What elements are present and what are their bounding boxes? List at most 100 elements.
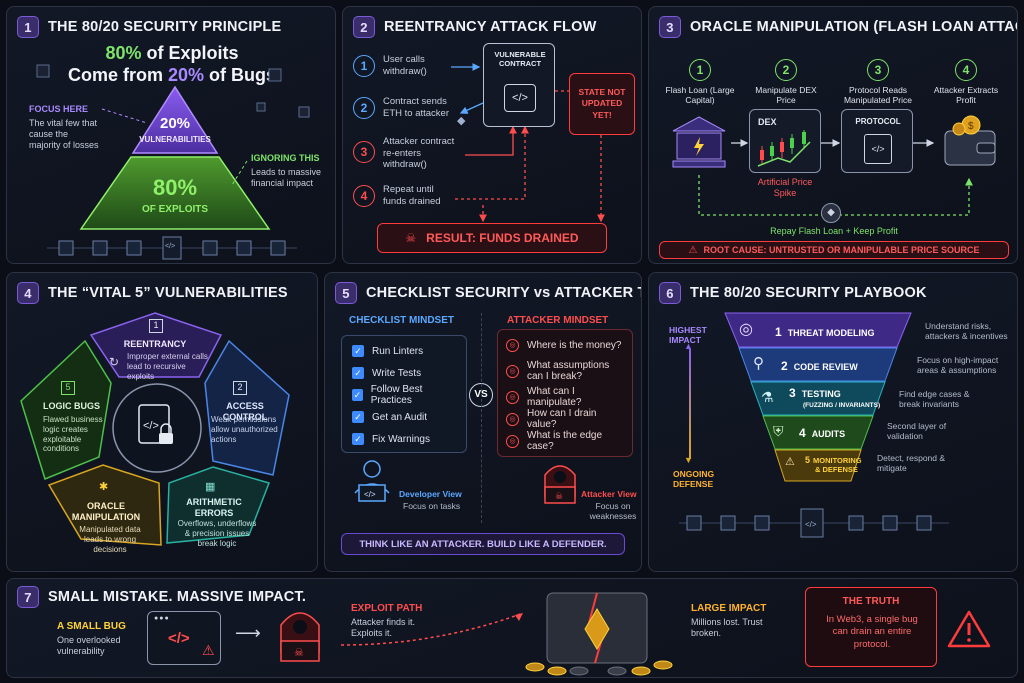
level-number: 5	[805, 455, 811, 465]
funnel-level-5	[774, 449, 862, 482]
focus-label: FOCUS HERE	[29, 104, 89, 114]
panel-title-text: CHECKLIST SECURITY vs ATTACKER THINKING	[366, 285, 641, 301]
result-banner: ☠ RESULT: FUNDS DRAINED	[377, 223, 607, 253]
root-cause-text: ROOT CAUSE: UNTRUSTED OR MANIPULABLE PRI…	[703, 245, 980, 255]
level-2-desc: Focus on high-impact areas & assumptions	[917, 355, 999, 376]
headline: 80% of Exploits Come from 20% of Bugs	[47, 43, 297, 86]
eth-icon: ◆	[457, 115, 466, 127]
panel-number: 2	[353, 16, 375, 38]
threat-model-icon: ◎	[739, 321, 753, 338]
step-3-text: Attacker contract re-enters withdraw()	[383, 136, 455, 171]
target-icon: ◎	[506, 434, 519, 448]
segment-access-control	[204, 339, 290, 476]
price-spike-text: Artificial Price Spike	[757, 177, 813, 198]
level-text: CODE REVIEW	[793, 362, 858, 372]
large-impact-text: Millions lost. Trust broken.	[691, 617, 763, 638]
truth-title: THE TRUTH	[842, 596, 900, 607]
headline-part: of Bugs	[204, 64, 277, 85]
hacker-icon: ☠	[280, 612, 320, 662]
warning-icon: ⚠	[202, 642, 215, 658]
attacker-view-sub: Focus on weaknesses	[589, 501, 637, 522]
warning-triangle-icon	[947, 610, 991, 648]
panel-number: 1	[17, 16, 39, 38]
funnel-level-1	[724, 312, 912, 348]
attacker-text: What assumptions can I break?	[527, 360, 610, 382]
level-sub: (FUZZING / INVARIANTS)	[803, 402, 881, 410]
svg-text:$: $	[968, 121, 974, 132]
developer-icon: </>	[354, 460, 390, 502]
panel-title-text: THE 80/20 SECURITY PRINCIPLE	[48, 19, 282, 35]
level-5-desc: Detect, respond & mitigate	[877, 453, 946, 474]
step-2-text: Contract sends ETH to attacker	[383, 96, 449, 119]
focus-text: The vital few that cause the majority of…	[29, 118, 99, 150]
checklist-title: CHECKLIST MINDSET	[349, 315, 454, 326]
code-icon: </>	[864, 134, 892, 164]
headline-part: of Exploits	[141, 43, 239, 63]
step-3-badge: 3	[353, 141, 375, 163]
eth-icon: ◆	[821, 203, 841, 223]
shield-icon: ⛨	[773, 423, 784, 439]
bottom-percent: 80%	[152, 175, 198, 200]
panel-title: 1 THE 80/20 SECURITY PRINCIPLE	[17, 16, 281, 38]
funnel-level-4	[762, 415, 874, 450]
reentrancy-number: 1	[149, 319, 163, 333]
monitor-icon: ⚠	[785, 456, 795, 468]
arrow-up-icon: ▲	[684, 341, 693, 351]
warning-icon: ⚠	[688, 244, 698, 256]
attacker-text: What is the edge case?	[527, 430, 603, 452]
bank-icon	[672, 116, 726, 168]
attacker-box: ◎Where is the money? ◎What assumptions c…	[497, 329, 633, 457]
checklist-text: Get an Audit	[372, 411, 428, 423]
checklist-text: Write Tests	[372, 367, 422, 379]
headline-80: 80%	[105, 43, 142, 63]
large-impact-label: LARGE IMPACT	[691, 603, 767, 614]
panel-title-text: SMALL MISTAKE. MASSIVE IMPACT.	[48, 589, 307, 605]
level-text: TESTING	[801, 389, 841, 399]
reentrancy-arrows	[451, 63, 605, 223]
panel-title-text: THE 80/20 SECURITY PLAYBOOK	[690, 285, 927, 301]
attacker-text: How can I drain value?	[527, 408, 597, 430]
panel-number: 4	[17, 282, 39, 304]
root-cause-banner: ⚠ ROOT CAUSE: UNTRUSTED OR MANIPULABLE P…	[659, 241, 1009, 259]
small-bug-text: One overlooked vulnerability	[57, 635, 121, 656]
checkbox-icon: ✓	[352, 367, 364, 379]
attacker-item: ◎What assumptions can I break?	[506, 356, 624, 386]
exploit-path-text: Attacker finds it. Exploits it.	[351, 617, 416, 638]
oracle-step-2-badge: 2	[775, 59, 797, 81]
reentrancy-title: REENTRANCY	[123, 339, 187, 349]
ignore-connector	[231, 160, 248, 186]
arithmetic-text: Overflows, underflows & precision issues…	[177, 519, 257, 548]
oracle-step-3-badge: 3	[867, 59, 889, 81]
pentagon-diagram: </>	[20, 312, 290, 546]
level-text: AUDITS	[811, 429, 846, 439]
contract-label: VULNERABLE CONTRACT	[494, 50, 546, 69]
level-3-desc: Find edge cases & break invariants	[899, 389, 970, 410]
panel-80-20-principle: 1 THE 80/20 SECURITY PRINCIPLE 80% of Exp…	[6, 6, 336, 264]
oracle-step-4-text: Attacker Extracts Profit	[933, 85, 999, 106]
access-number: 2	[233, 381, 247, 395]
level-sub: & DEFENSE	[815, 464, 858, 474]
panel-number: 3	[659, 16, 681, 38]
protocol-label: PROTOCOL	[855, 117, 901, 126]
level-text: THREAT MODELING	[787, 328, 875, 338]
wallet-icon: $	[944, 115, 996, 166]
attacker-item: ◎ How can I drain value?	[506, 408, 624, 430]
exploit-path-label: EXPLOIT PATH	[351, 603, 423, 614]
code-file-icon: </>	[805, 520, 817, 529]
highest-impact-label: HIGHEST IMPACT	[669, 325, 707, 346]
segment-oracle	[47, 464, 162, 546]
oracle-title: ORACLE MANIPULATION	[71, 501, 141, 522]
target-icon: ◎	[506, 412, 519, 426]
divider	[481, 313, 482, 523]
checkbox-icon: ✓	[352, 389, 363, 401]
headline-part: Come from	[67, 64, 168, 85]
panel-number: 7	[17, 586, 39, 608]
arrow-icon: ⟶	[235, 623, 261, 643]
